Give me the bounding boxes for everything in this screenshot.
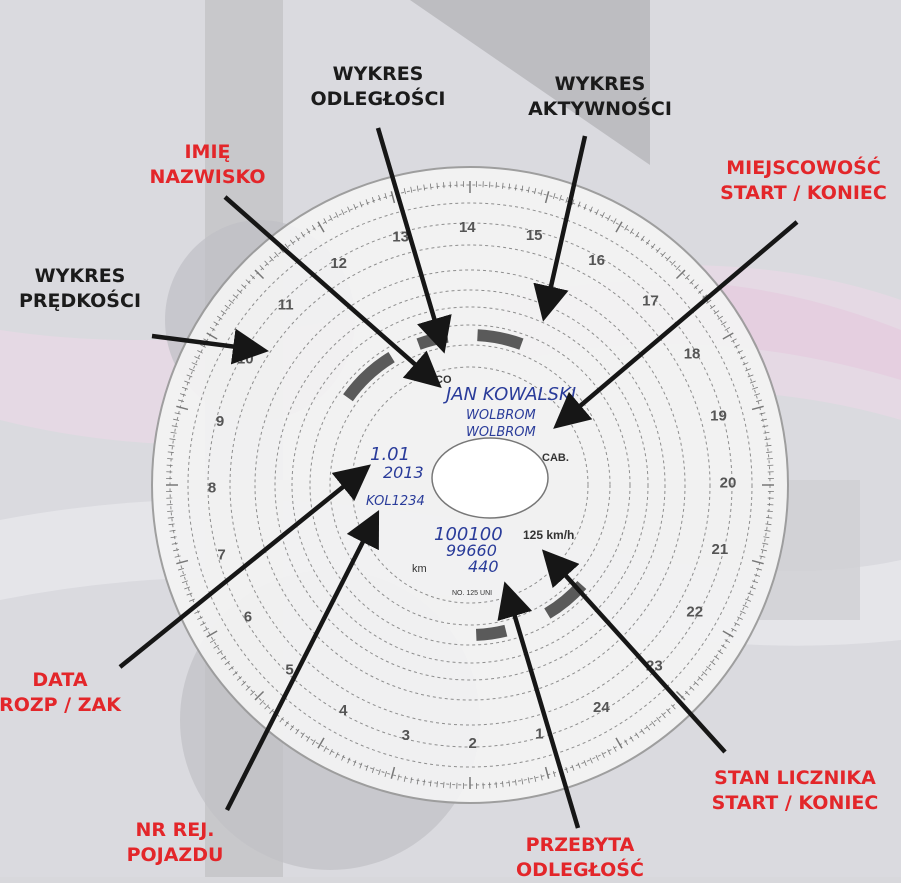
hour-label: 20 — [720, 474, 737, 491]
km-label: km — [412, 563, 427, 575]
hour-label: 12 — [330, 255, 347, 272]
disc-tick — [767, 459, 773, 460]
handwritten-date-day: 1.01 — [370, 444, 410, 465]
handwritten-start-place: WOLBROM — [466, 408, 536, 423]
speed-max-label: 125 km/h — [523, 528, 574, 542]
handwritten-registration: KOL1234 — [366, 494, 425, 509]
hour-label: 8 — [208, 480, 216, 497]
disc-tick — [496, 182, 497, 188]
hour-label: 14 — [459, 219, 476, 236]
hour-label: 22 — [686, 604, 703, 621]
hour-label: 21 — [712, 541, 729, 558]
hour-label: 2 — [469, 735, 477, 752]
disc-tick — [767, 511, 773, 512]
handwritten-end-place: WOLBROM — [466, 425, 536, 440]
hour-label: 6 — [244, 608, 252, 625]
handwritten-name: JAN KOWALSKI — [446, 384, 576, 405]
cab-label: CAB. — [542, 452, 569, 464]
label-registration: NR REJ.POJAZDU — [100, 818, 250, 868]
activity-bar — [476, 631, 506, 635]
hour-label: 16 — [588, 252, 605, 269]
hour-label: 19 — [710, 408, 727, 425]
disc-tick — [167, 511, 173, 512]
center-hole — [432, 438, 548, 518]
disc-tick — [444, 782, 445, 788]
model-label: NO. 125 UNI — [452, 590, 492, 597]
disc-tick — [496, 782, 497, 788]
hour-label: 13 — [392, 229, 409, 246]
hour-label: 7 — [217, 546, 225, 563]
hour-label: 9 — [216, 413, 224, 430]
hour-label: 24 — [593, 699, 610, 716]
hour-label: 10 — [237, 350, 254, 367]
hour-label: 5 — [285, 661, 293, 678]
hour-label: 23 — [646, 658, 663, 675]
hour-label: 18 — [684, 346, 701, 363]
disc-tick — [444, 182, 445, 188]
activity-bar — [419, 337, 448, 344]
handwritten-distance: 440 — [468, 557, 499, 576]
hour-label: 1 — [535, 725, 543, 742]
hour-label: 17 — [642, 293, 659, 310]
hour-label: 4 — [339, 702, 348, 719]
handwritten-date-year: 2013 — [383, 463, 424, 482]
hour-label: 11 — [278, 296, 294, 313]
hour-label: 3 — [402, 727, 410, 744]
disc-tick — [167, 459, 173, 460]
hour-label: 15 — [526, 227, 543, 244]
